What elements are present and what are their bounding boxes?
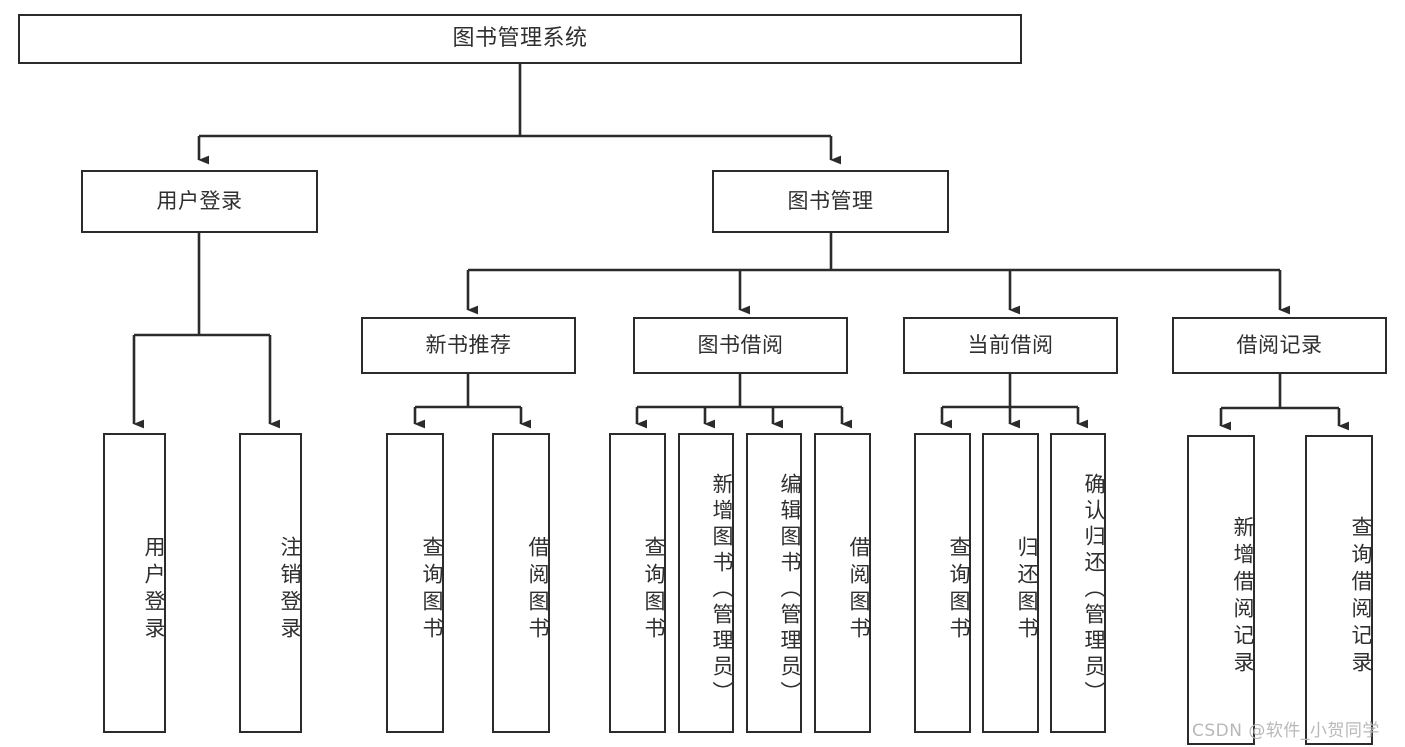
leaf-current-borrow-query[interactable]: 查询图书 <box>914 433 971 733</box>
leaf-user-login-logout[interactable]: 注销登录 <box>239 433 302 733</box>
leaf-borrow-record-add[interactable]: 新增借阅记录 <box>1187 435 1255 745</box>
leaf-current-borrow-confirm-return-admin[interactable]: 确认归还（管理员） <box>1050 433 1106 733</box>
leaf-current-borrow-return[interactable]: 归还图书 <box>982 433 1039 733</box>
leaf-user-login-login[interactable]: 用户登录 <box>103 433 166 733</box>
leaf-book-borrow-add-admin[interactable]: 新增图书（管理员） <box>678 433 734 733</box>
node-book-borrow[interactable]: 图书借阅 <box>633 317 848 374</box>
node-label: 编辑图书（管理员） <box>778 473 802 707</box>
node-label: 查询图书 <box>947 536 971 644</box>
node-label: 查询借阅记录 <box>1349 516 1373 678</box>
node-label: 借阅图书 <box>526 536 550 644</box>
node-label: 借阅记录 <box>1236 332 1323 357</box>
node-new-book-recommend[interactable]: 新书推荐 <box>361 317 576 374</box>
node-borrow-record[interactable]: 借阅记录 <box>1172 317 1387 374</box>
node-label: 新增图书（管理员） <box>710 473 734 707</box>
leaf-new-book-borrow[interactable]: 借阅图书 <box>492 433 550 733</box>
node-label: 查询图书 <box>420 536 444 644</box>
node-user-login[interactable]: 用户登录 <box>81 170 318 233</box>
node-label: 注销登录 <box>278 536 302 644</box>
node-label: 图书管理 <box>787 188 874 213</box>
node-label: 新书推荐 <box>425 332 512 357</box>
node-current-borrow[interactable]: 当前借阅 <box>903 317 1118 374</box>
node-label: 图书管理系统 <box>452 25 588 51</box>
leaf-book-borrow-query[interactable]: 查询图书 <box>609 433 666 733</box>
leaf-book-borrow-edit-admin[interactable]: 编辑图书（管理员） <box>746 433 802 733</box>
leaf-new-book-query[interactable]: 查询图书 <box>386 433 444 733</box>
node-label: 用户登录 <box>156 188 243 213</box>
node-label: 当前借阅 <box>967 332 1054 357</box>
leaf-book-borrow-borrow[interactable]: 借阅图书 <box>814 433 871 733</box>
node-label: 借阅图书 <box>847 536 871 644</box>
csdn-watermark: CSDN @软件_小贺同学 <box>1192 721 1380 741</box>
node-label: 归还图书 <box>1015 536 1039 644</box>
node-book-management[interactable]: 图书管理 <box>712 170 949 233</box>
leaf-borrow-record-query[interactable]: 查询借阅记录 <box>1305 435 1373 745</box>
node-label: 确认归还（管理员） <box>1082 473 1106 707</box>
node-label: 用户登录 <box>142 536 166 644</box>
node-label: 查询图书 <box>642 536 666 644</box>
node-label: 图书借阅 <box>697 332 784 357</box>
node-root-book-management-system[interactable]: 图书管理系统 <box>18 14 1022 64</box>
node-label: 新增借阅记录 <box>1231 516 1255 678</box>
